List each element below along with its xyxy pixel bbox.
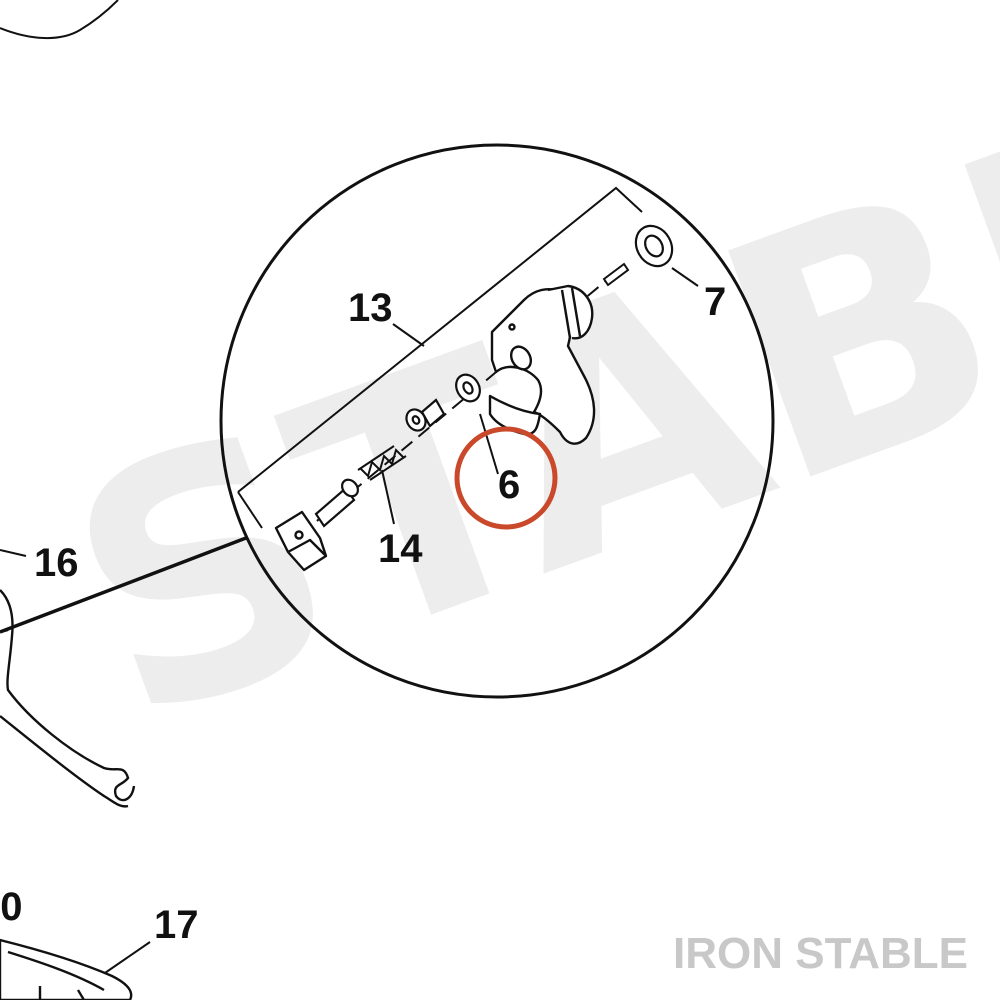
assembly-bracket-13 [237, 186, 643, 529]
spring-14 [357, 445, 407, 481]
callout-17: 17 [154, 903, 199, 947]
flat-washer [455, 373, 481, 403]
washer-7 [634, 224, 674, 268]
watermark: STABLE [27, 0, 1000, 797]
callout-13: 13 [348, 286, 393, 330]
latch-block [274, 510, 328, 572]
trim-piece-17 [0, 938, 133, 1000]
callout-6: 6 [498, 463, 520, 507]
seat-outline [0, 0, 119, 39]
highlight-ring [454, 426, 558, 530]
latch-lever-6 [488, 284, 596, 445]
bushing [405, 398, 446, 432]
callout-16: 16 [34, 541, 79, 585]
plunger-pin [314, 478, 359, 528]
leader-lines [0, 267, 699, 976]
roll-pin [602, 262, 630, 287]
callout-10: 10 [0, 885, 23, 929]
detail-connector-line [0, 536, 247, 634]
detail-circle [219, 143, 775, 699]
brand-logo-text: IRON STABLE [673, 929, 968, 978]
callout-7: 7 [704, 280, 726, 324]
callout-14: 14 [378, 527, 423, 571]
watermark-text: STABLE [27, 0, 1000, 797]
